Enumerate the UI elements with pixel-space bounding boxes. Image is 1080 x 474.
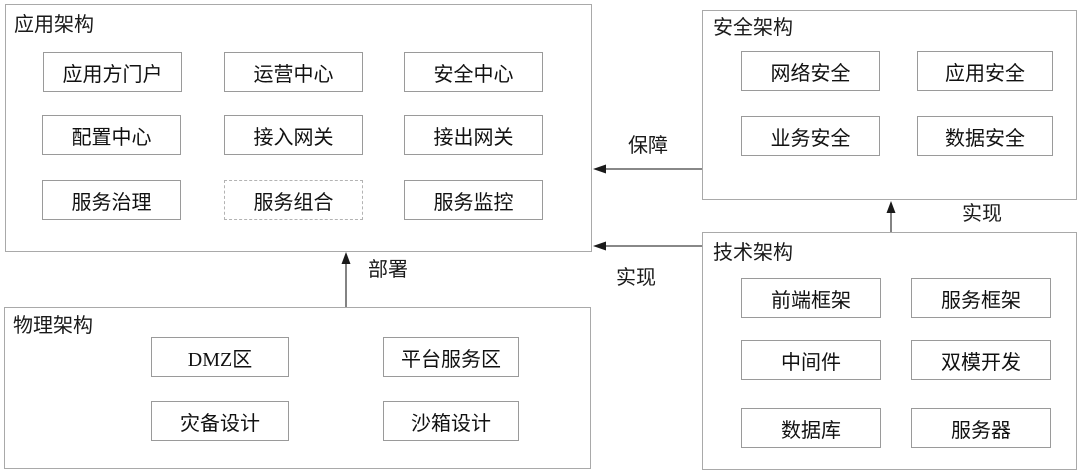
arrow-label-realize-app: 实现: [616, 267, 656, 289]
box-dmz-zone: DMZ区: [151, 337, 289, 377]
box-data-security: 数据安全: [917, 116, 1053, 156]
box-sandbox-design: 沙箱设计: [383, 401, 519, 441]
box-service-governance: 服务治理: [42, 180, 181, 220]
box-application-security: 应用安全: [917, 51, 1053, 91]
arrowhead-physical-to-application: [341, 252, 351, 264]
box-outbound-gateway: 接出网关: [404, 115, 543, 155]
box-server: 服务器: [911, 408, 1051, 448]
box-middleware: 中间件: [741, 340, 881, 380]
box-inbound-gateway: 接入网关: [224, 115, 363, 155]
panel-technical-architecture-title: 技术架构: [713, 242, 793, 264]
box-business-security: 业务安全: [741, 116, 880, 156]
panel-physical-architecture: 物理架构 DMZ区 平台服务区 灾备设计 沙箱设计: [4, 307, 591, 469]
box-security-center: 安全中心: [404, 52, 543, 92]
arrow-label-realize-security: 实现: [962, 203, 1002, 225]
arrow-label-guarantee: 保障: [628, 135, 668, 157]
panel-security-architecture: 安全架构 网络安全 应用安全 业务安全 数据安全: [702, 10, 1077, 200]
box-service-framework: 服务框架: [911, 278, 1051, 318]
arrow-label-deploy: 部署: [368, 259, 408, 281]
panel-physical-architecture-title: 物理架构: [13, 315, 93, 337]
box-service-monitoring: 服务监控: [404, 180, 543, 220]
panel-application-architecture-title: 应用架构: [14, 14, 94, 36]
panel-application-architecture: 应用架构 应用方门户 运营中心 安全中心 配置中心 接入网关 接出网关 服务治理…: [5, 4, 592, 252]
arrowhead-tech-to-security: [886, 201, 896, 213]
box-disaster-recovery-design: 灾备设计: [151, 401, 289, 441]
box-application-portal: 应用方门户: [43, 52, 182, 92]
box-operation-center: 运营中心: [224, 52, 363, 92]
box-frontend-framework: 前端框架: [741, 278, 881, 318]
panel-technical-architecture: 技术架构 前端框架 服务框架 中间件 双模开发 数据库 服务器: [702, 232, 1077, 470]
box-dual-mode-dev: 双模开发: [911, 340, 1051, 380]
box-database: 数据库: [741, 408, 881, 448]
arrowhead-tech-to-application: [593, 241, 606, 251]
box-service-composition: 服务组合: [224, 180, 363, 220]
panel-security-architecture-title: 安全架构: [713, 17, 793, 39]
box-network-security: 网络安全: [741, 51, 880, 91]
arrowhead-security-to-application: [593, 164, 606, 174]
box-config-center: 配置中心: [42, 115, 181, 155]
box-platform-service-zone: 平台服务区: [383, 337, 519, 377]
